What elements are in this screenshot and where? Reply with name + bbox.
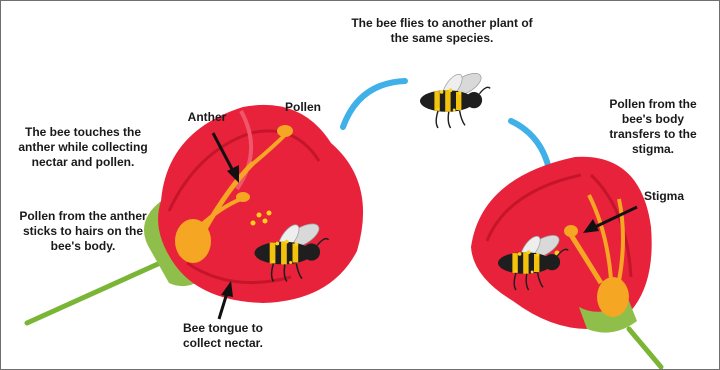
caption-pollen-transfer: Pollen from the bee's body transfers to … [597, 97, 709, 157]
caption-top: The bee flies to another plant of the sa… [345, 16, 539, 46]
caption-tongue: Bee tongue to collect nectar. [167, 321, 279, 351]
label-pollen: Pollen [271, 100, 335, 115]
label-stigma: Stigma [633, 189, 695, 204]
bee-icon [420, 69, 490, 128]
caption-left-touch: The bee touches the anther while collect… [15, 125, 151, 170]
label-anther: Anther [173, 110, 241, 125]
caption-left-sticks: Pollen from the anther sticks to hairs o… [15, 209, 151, 254]
